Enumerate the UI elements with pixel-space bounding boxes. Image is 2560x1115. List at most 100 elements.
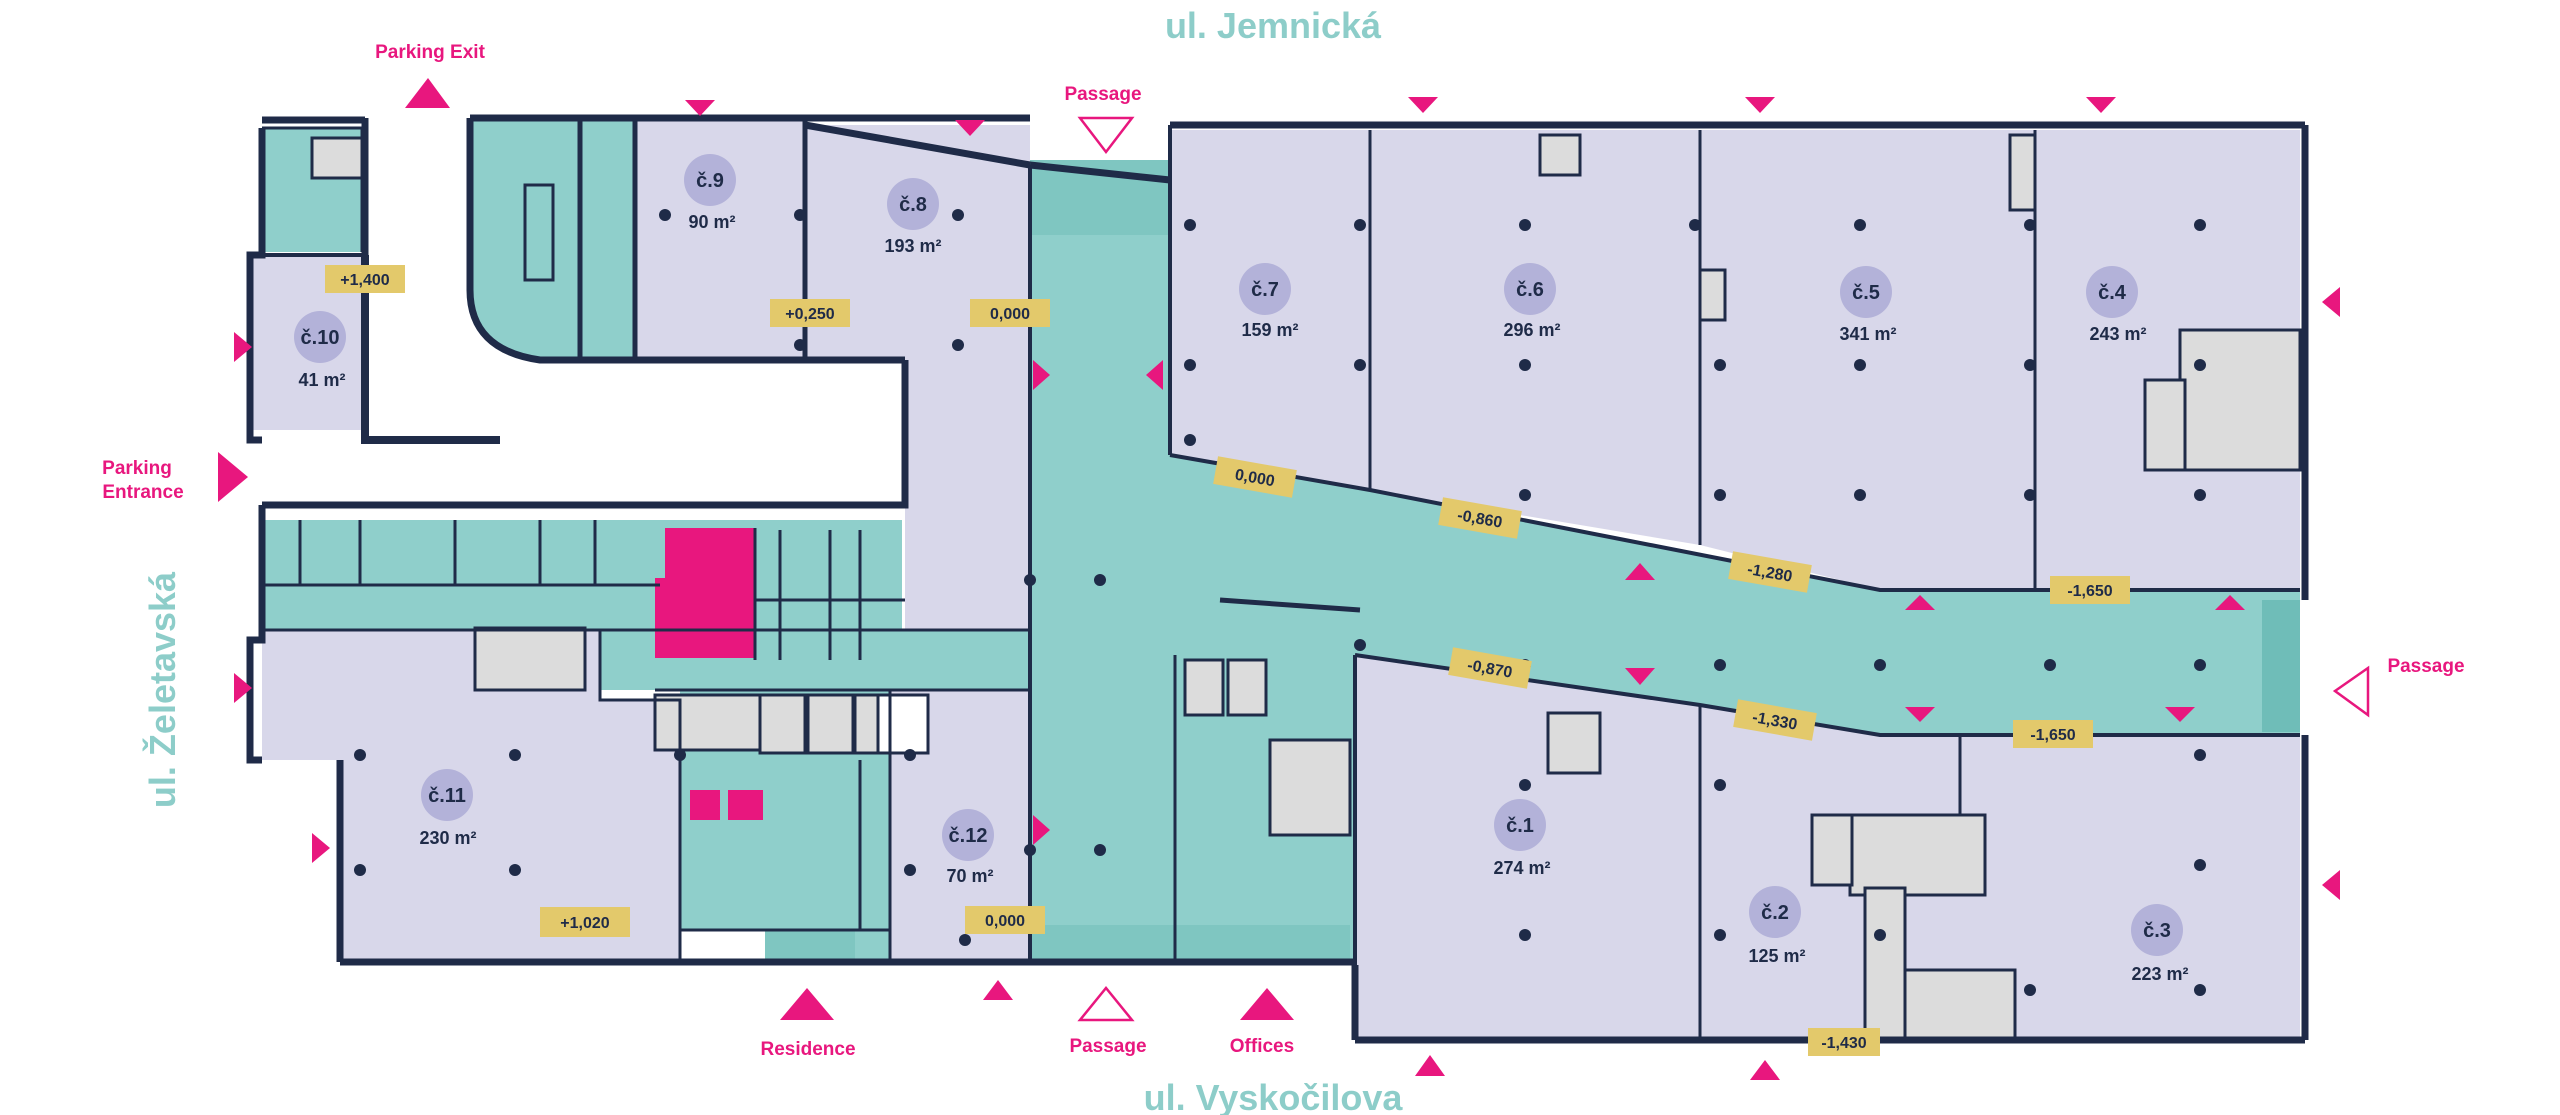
- entry-arrow: [2086, 97, 2116, 113]
- residence-vestibule[interactable]: [765, 930, 855, 960]
- level-text: 0,000: [990, 306, 1030, 323]
- entry-arrow: [2322, 870, 2340, 900]
- unit-area-4[interactable]: [2035, 130, 2300, 590]
- entry-arrow: [1745, 97, 1775, 113]
- unit-badge-8[interactable]: č.8 193 m²: [884, 178, 942, 256]
- unit-number: č.10: [301, 327, 340, 349]
- passage-bottom-arrow[interactable]: [1077, 986, 1135, 1022]
- stair-south: [1848, 813, 1987, 897]
- entry-arrow: [1905, 595, 1935, 610]
- unit-badge-7[interactable]: č.7 159 m²: [1239, 263, 1299, 340]
- unit-badge-1[interactable]: č.1 274 m²: [1493, 799, 1551, 878]
- entry-markers: [234, 97, 2340, 1080]
- unit-number: č.1: [1506, 815, 1534, 837]
- ramp-surface: [365, 118, 470, 290]
- parking-entrance-label: Entrance: [102, 482, 183, 503]
- lift-1: [758, 693, 807, 755]
- restroom-block-2[interactable]: [655, 578, 755, 658]
- unit-badge-5[interactable]: č.5 341 m²: [1839, 266, 1897, 344]
- entry-arrow: [1033, 815, 1050, 845]
- level-text: +1,020: [560, 915, 609, 932]
- parking-exit-arrow[interactable]: [405, 78, 450, 108]
- entry-arrow: [234, 673, 252, 703]
- passage-bottom-label: Passage: [1069, 1036, 1146, 1057]
- entry-arrow: [312, 833, 330, 863]
- passage-right-label: Passage: [2387, 656, 2464, 677]
- level-badges: +1,400 +0,250 0,000 0,000 -0,860 -1,280 …: [325, 265, 2130, 1056]
- entry-arrow: [1146, 360, 1163, 390]
- level-badge: 0,000: [965, 906, 1045, 934]
- south-vestibule[interactable]: [1030, 925, 1350, 963]
- unit-badge-11[interactable]: č.11 230 m²: [419, 769, 477, 848]
- level-badge: -1,330: [1733, 699, 1817, 741]
- level-badge: +1,020: [540, 907, 630, 937]
- stair-south-3: [1863, 886, 1907, 1040]
- unit-area-3[interactable]: [1960, 735, 2300, 1040]
- unit-badge-6[interactable]: č.6 296 m²: [1503, 263, 1561, 340]
- level-text: -1,430: [1821, 1035, 1866, 1052]
- entry-arrow: [2215, 595, 2245, 610]
- entry-arrow: [1033, 360, 1050, 390]
- shaft-3: [2008, 133, 2037, 212]
- vent-shaft: [523, 183, 555, 282]
- restroom-small-1[interactable]: [690, 790, 720, 820]
- level-badge: -1,650: [2050, 576, 2130, 604]
- level-badge: -1,430: [1808, 1028, 1880, 1056]
- unit-badge-9[interactable]: č.9 90 m²: [684, 154, 736, 232]
- shaft-1: [1546, 711, 1602, 775]
- unit-area: 193 m²: [884, 236, 941, 256]
- unit-number: č.5: [1852, 282, 1880, 304]
- street-south: ul. Vyskočilova: [1144, 1077, 1404, 1115]
- entry-arrow: [685, 100, 715, 116]
- unit-number: č.11: [428, 785, 466, 807]
- unit-badge-4[interactable]: č.4 243 m²: [2086, 266, 2147, 344]
- unit-area: 296 m²: [1503, 320, 1560, 340]
- unit-area: 125 m²: [1748, 946, 1805, 966]
- residence-lobby[interactable]: [680, 690, 890, 960]
- unit-area: 90 m²: [688, 212, 735, 232]
- entry-arrow: [2165, 707, 2195, 722]
- level-badge: -0,870: [1448, 647, 1532, 689]
- service-rooms: [310, 133, 2302, 1042]
- access-labels: Parking Exit Parking Entrance Passage Pa…: [102, 42, 2464, 1060]
- passage-right-arrow[interactable]: [2332, 665, 2370, 718]
- restroom-small-2[interactable]: [728, 790, 763, 820]
- east-passage[interactable]: [2262, 600, 2300, 732]
- street-names: ul. Jemnická ul. Vyskočilova ul. Želetav…: [141, 5, 1403, 1115]
- street-west: ul. Želetavská: [141, 571, 183, 808]
- parking-entrance-label: Parking: [102, 458, 172, 479]
- core-strip[interactable]: [580, 118, 635, 360]
- passage-top-label: Passage: [1064, 84, 1141, 105]
- offices-lift-2: [1226, 658, 1268, 717]
- unit-badge-10[interactable]: č.10 41 m²: [294, 311, 346, 390]
- residence-label: Residence: [760, 1039, 855, 1060]
- parking-entrance-arrow[interactable]: [218, 452, 248, 502]
- offices-arrow[interactable]: [1240, 988, 1294, 1020]
- unit-number: č.9: [696, 170, 724, 192]
- unit-badge-2[interactable]: č.2 125 m²: [1748, 886, 1806, 966]
- lift-2: [806, 693, 855, 755]
- unit-number: č.12: [949, 825, 988, 847]
- unit-area: 341 m²: [1839, 324, 1896, 344]
- west-corridor[interactable]: [262, 520, 902, 630]
- unit-area-5[interactable]: [1700, 130, 2035, 590]
- level-text: -1,650: [2067, 583, 2112, 600]
- entry-arrow: [1750, 1060, 1780, 1080]
- stair-east-north: [2178, 328, 2302, 472]
- residence-arrow[interactable]: [780, 988, 834, 1020]
- level-badge: +1,400: [325, 265, 405, 293]
- unit-area-6[interactable]: [1370, 130, 1700, 545]
- offices-lift-1: [1183, 658, 1225, 717]
- level-badge: -1,650: [2013, 720, 2093, 748]
- unit-badge-3[interactable]: č.3 223 m²: [2131, 904, 2189, 984]
- unit-area: 230 m²: [419, 828, 476, 848]
- unit-badge-12[interactable]: č.12 70 m²: [942, 809, 994, 886]
- passage-top-arrow[interactable]: [1077, 116, 1135, 155]
- unit-area-8-lower[interactable]: [905, 358, 1030, 690]
- entry-arrow: [1905, 707, 1935, 722]
- entry-arrow: [2322, 287, 2340, 317]
- level-badge: 0,000: [1213, 456, 1297, 498]
- restroom-block[interactable]: [665, 528, 755, 578]
- unit-number: č.2: [1761, 902, 1789, 924]
